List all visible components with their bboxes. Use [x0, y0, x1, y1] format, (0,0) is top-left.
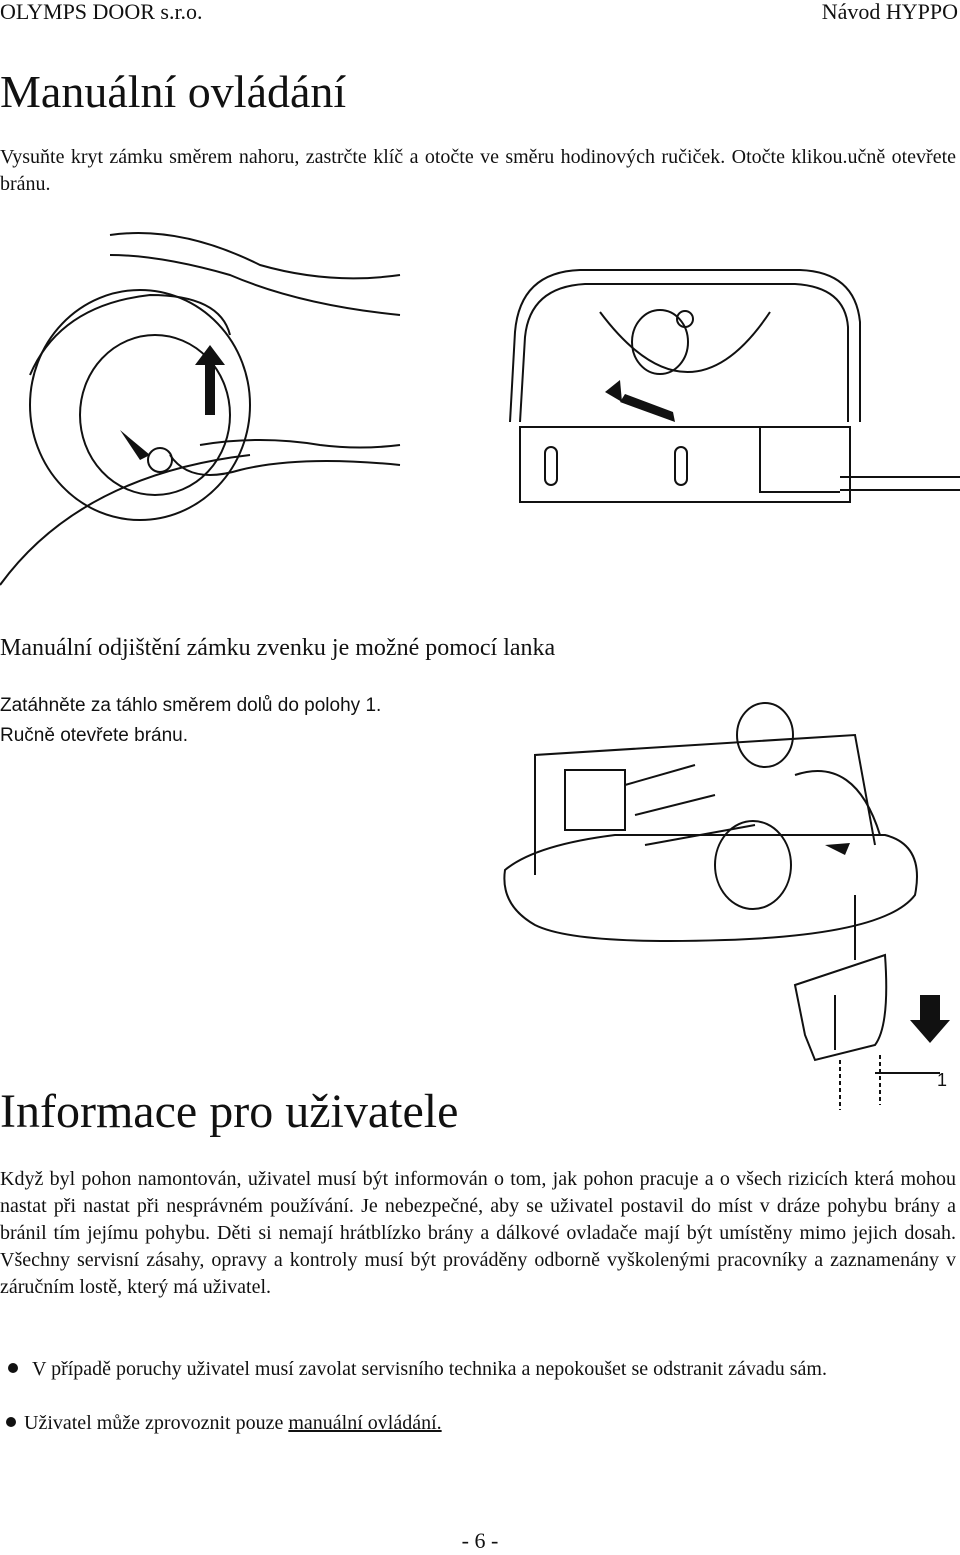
figure-label-position-1: 1 — [937, 1070, 948, 1090]
manual-operation-text: Vysuňte kryt zámku směrem nahoru, zastrč… — [0, 146, 956, 195]
bullet-item-manual-operation: Uživatel může zprovoznit pouze manuální … — [0, 1410, 956, 1437]
bullet-icon — [8, 1363, 18, 1373]
lock-housing-illustration — [509, 269, 960, 503]
header-manual-title: Návod HYPPO — [821, 0, 958, 24]
bullet-icon — [6, 1417, 16, 1427]
user-info-text: Když byl pohon namontován, uživatel musí… — [0, 1168, 956, 1298]
cable-release-step-1: Zatáhněte za táhlo směrem dolů do polohy… — [0, 695, 382, 716]
hand-key-illustration — [0, 232, 401, 586]
section-title-manual-operation: Manuální ovládání — [0, 66, 347, 117]
cable-release-step-2: Ručně otevřete bránu. — [0, 725, 189, 746]
bullet-item-service: V případě poruchy uživatel musí zavolat … — [0, 1356, 956, 1383]
header-company: OLYMPS DOOR s.r.o. — [0, 0, 203, 24]
bullet-text-manual: Uživatel může zprovoznit pouze — [24, 1412, 289, 1434]
manual-operation-link[interactable]: manuální ovládání. — [288, 1412, 442, 1434]
section-title-cable-release: Manuální odjištění zámku zvenku je možné… — [0, 635, 556, 661]
operator-unit-illustration — [503, 702, 950, 1110]
section-title-user-info: Informace pro uživatele — [0, 1085, 459, 1138]
page-number: - 6 - — [461, 1528, 499, 1553]
bullet-text-service: V případě poruchy uživatel musí zavolat … — [32, 1358, 827, 1380]
